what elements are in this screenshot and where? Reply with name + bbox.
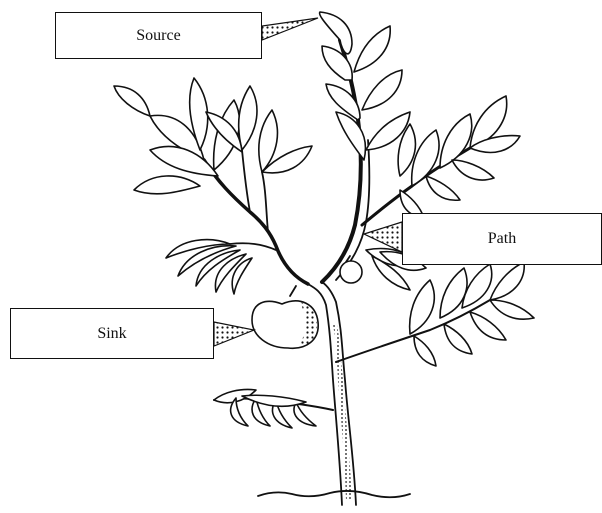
source-label-box: Source [55, 12, 262, 59]
sink-label: Sink [97, 325, 126, 343]
leaves-middle-left [166, 240, 252, 294]
path-pointer [364, 222, 402, 252]
path-label-box: Path [402, 213, 602, 265]
path-label: Path [488, 230, 516, 248]
sink-label-box: Sink [10, 308, 214, 359]
source-label: Source [136, 27, 180, 45]
ground-line [258, 491, 410, 497]
leaves-top [320, 12, 410, 160]
sink-pointer [214, 322, 254, 346]
leaves-lower-right [410, 262, 534, 366]
leaves-upper-left [114, 78, 312, 194]
leaves-upper-right [398, 96, 520, 218]
source-pointer [262, 18, 318, 40]
sink-fruit [252, 286, 318, 348]
left-branch [204, 150, 308, 284]
leaves-lower-left [214, 389, 316, 428]
